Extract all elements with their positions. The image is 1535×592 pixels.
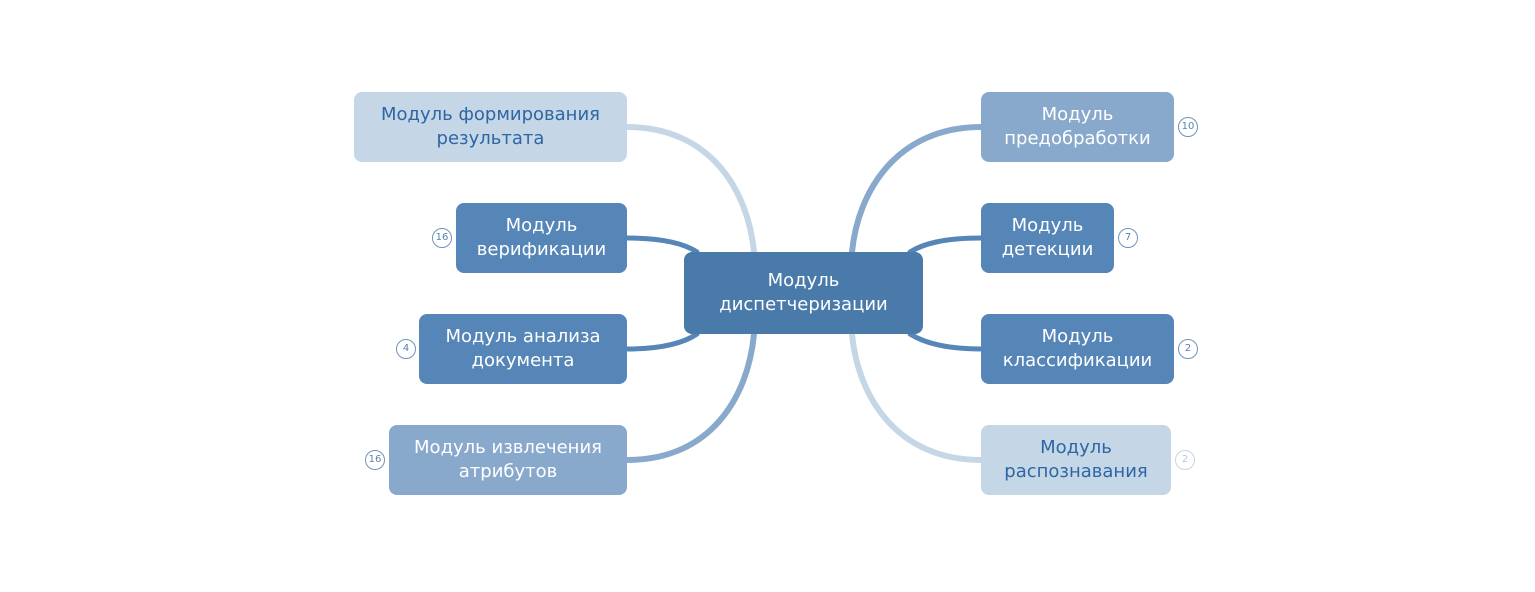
- node-detect[interactable]: Модуль детекции: [981, 203, 1114, 273]
- badge-extract[interactable]: 16: [365, 450, 385, 470]
- badge-recog[interactable]: 2: [1175, 450, 1195, 470]
- connector-result: [624, 124, 757, 255]
- root-node-dispatch[interactable]: Модуль диспетчеризации: [684, 252, 923, 334]
- node-analysis-line-2: документа: [471, 350, 575, 371]
- node-detect-line-2: детекции: [1001, 239, 1094, 260]
- node-recog-line-2: распознавания: [1004, 461, 1148, 482]
- node-classify[interactable]: Модуль классификации: [981, 314, 1174, 384]
- badge-preproc[interactable]: 10: [1178, 117, 1198, 137]
- node-verify-line-2: верификации: [476, 239, 607, 260]
- badge-analysis[interactable]: 4: [396, 339, 416, 359]
- node-result[interactable]: Модуль формирования результата: [354, 92, 627, 162]
- node-classify-line-2: классификации: [1002, 350, 1153, 371]
- node-detect-line-1: Модуль: [1011, 215, 1084, 236]
- node-preproc-line-1: Модуль: [1041, 104, 1114, 125]
- badge-classify[interactable]: 2: [1178, 339, 1198, 359]
- connector-preproc: [849, 124, 984, 255]
- node-preproc[interactable]: Модуль предобработки: [981, 92, 1174, 162]
- node-extract-line-2: атрибутов: [458, 461, 558, 482]
- node-recog-line-1: Модуль: [1040, 437, 1112, 458]
- node-classify-line-1: Модуль: [1041, 326, 1114, 347]
- node-recog[interactable]: Модуль распознавания: [981, 425, 1171, 495]
- node-extract[interactable]: Модуль извлечения атрибутов: [389, 425, 627, 495]
- node-result-line-1: Модуль формирования: [381, 104, 600, 125]
- node-preproc-line-2: предобработки: [1004, 128, 1151, 149]
- connector-verify: [624, 235, 700, 255]
- node-extract-line-1: Модуль извлечения: [414, 437, 602, 458]
- root-line-1: Модуль: [767, 270, 840, 291]
- node-verify-line-1: Модуль: [505, 215, 578, 236]
- badge-detect[interactable]: 7: [1118, 228, 1138, 248]
- node-analysis-line-1: Модуль анализа: [445, 326, 601, 347]
- connector-recog: [849, 331, 984, 463]
- connector-analysis: [624, 331, 700, 352]
- node-analysis[interactable]: Модуль анализа документа: [419, 314, 627, 384]
- badge-verify[interactable]: 16: [432, 228, 452, 248]
- node-verify[interactable]: Модуль верификации: [456, 203, 627, 273]
- connector-extract: [624, 331, 757, 463]
- root-line-2: диспетчеризации: [719, 294, 888, 315]
- connector-detect: [907, 235, 984, 255]
- connector-classify: [907, 331, 984, 352]
- node-result-line-2: результата: [436, 128, 545, 149]
